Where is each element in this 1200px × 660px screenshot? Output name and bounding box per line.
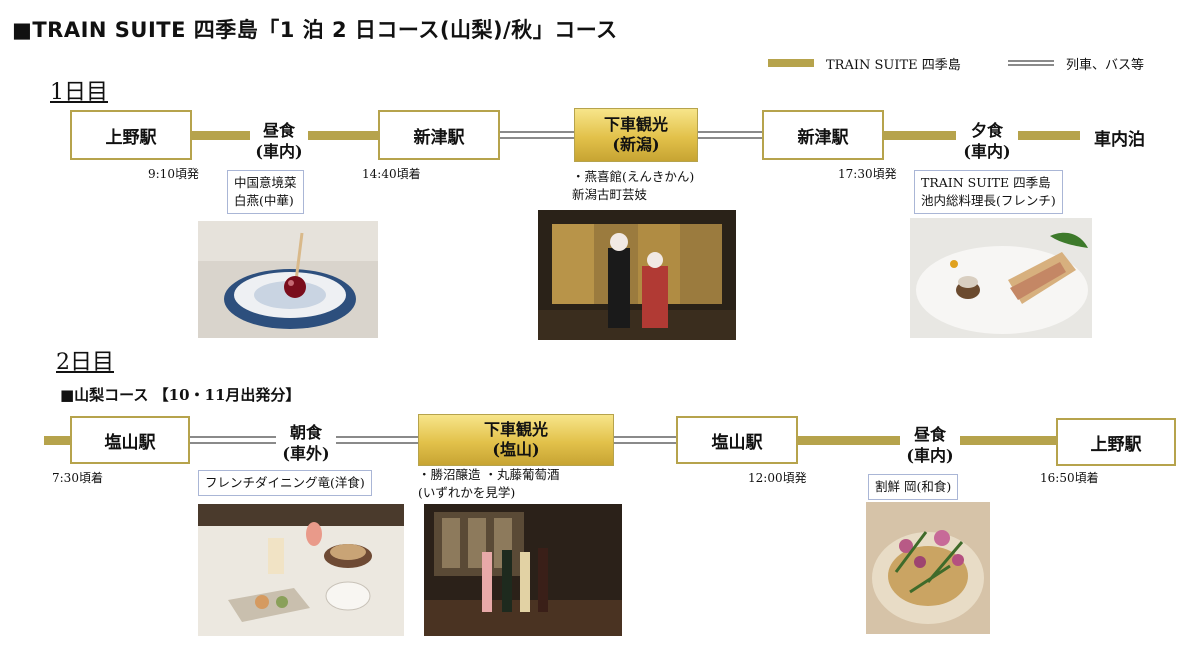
day2-lunch-location: (車内) (906, 445, 954, 465)
day2-sightseeing-note-line: (いずれかを見学) (418, 485, 516, 501)
day1-sightseeing-note: ・燕喜館(えんきかん) 新潟古町芸妓 (572, 168, 694, 204)
day1-sightseeing: 下車観光 (新潟) (574, 108, 698, 162)
day1-sightseeing-location: (新潟) (612, 135, 660, 154)
day1-time-niitsu-arrive: 14:40頃着 (362, 167, 421, 181)
day2-station-enzan-arrive-label: 塩山駅 (104, 432, 156, 453)
day1-lunch: 昼食 (車内) (240, 121, 318, 163)
day1-dinner-note-line: TRAIN SUITE 四季島 (921, 175, 1051, 190)
day1-line-ueno-lunch (190, 131, 250, 140)
legend-other-line (1008, 60, 1054, 66)
day1-lunch-photo (198, 221, 378, 338)
legend-train-suite-line (768, 59, 814, 67)
day2-time-ueno-arrive: 16:50頃着 (1040, 471, 1099, 485)
day2-breakfast-note: フレンチダイニング竜(洋食) (198, 470, 372, 497)
day1-dinner-title: 夕食 (970, 121, 1003, 140)
day1-sightseeing-note-line: 新潟古町芸妓 (572, 187, 648, 203)
day2-station-enzan-arrive: 塩山駅 (70, 416, 190, 464)
day1-station-niitsu-arrive-label: 新津駅 (413, 127, 465, 148)
day2-time-enzan-arrive: 7:30頃着 (52, 471, 103, 485)
day2-lunch-photo (866, 502, 990, 634)
day2-station-ueno-label: 上野駅 (1090, 434, 1142, 455)
day1-dinner-photo (910, 218, 1092, 338)
day1-sightseeing-title: 下車観光 (603, 115, 668, 134)
page-title: ■TRAIN SUITE 四季島「1 泊 2 日コース(山梨)/秋」コース (12, 18, 618, 42)
day2-station-enzan-depart-label: 塩山駅 (711, 432, 763, 453)
day1-dinner-location: (車内) (963, 141, 1011, 161)
day1-sightseeing-photo (538, 210, 736, 340)
day1-dinner: 夕食 (車内) (948, 121, 1026, 163)
day2-line-lunch-ueno (960, 436, 1060, 445)
day1-station-niitsu-depart-label: 新津駅 (797, 127, 849, 148)
day2-breakfast-location: (車外) (282, 443, 330, 463)
day2-station-ueno: 上野駅 (1056, 418, 1176, 466)
legend: TRAIN SUITE 四季島 列車、バス等 (760, 54, 1180, 74)
day2-line-enzan-breakfast (188, 436, 276, 444)
day1-lunch-title: 昼食 (262, 121, 295, 140)
day1-station-niitsu-arrive: 新津駅 (378, 110, 500, 160)
day1-line-sightseeing-niitsu (696, 131, 762, 139)
day2-sightseeing: 下車観光 (塩山) (418, 414, 614, 466)
day2-course-label: ■山梨コース 【10・11月出発分】 (60, 386, 301, 404)
day1-line-niitsu-dinner (882, 131, 956, 140)
day1-time-ueno-depart: 9:10頃発 (148, 167, 199, 181)
day1-lunch-note-line: 白燕(中華) (234, 193, 294, 209)
day2-lunch-note-line: 割鮮 岡(和食) (875, 479, 952, 494)
day2-line-sightseeing-enzan (612, 436, 678, 444)
day2-line-breakfast-sightseeing (336, 436, 420, 444)
day2-sightseeing-note: ・勝沼醸造 ・丸藤葡萄酒 (いずれかを見学) (418, 466, 559, 502)
day1-dinner-note: TRAIN SUITE 四季島 池内総料理長(フレンチ) (914, 170, 1063, 215)
day2-lunch-note: 割鮮 岡(和食) (868, 474, 959, 501)
day2-time-enzan-depart: 12:00頃発 (748, 471, 807, 485)
legend-other-label: 列車、バス等 (1066, 58, 1145, 73)
day2-sightseeing-location: (塩山) (492, 440, 540, 459)
day2-line-enzan-lunch (796, 436, 900, 445)
day1-sightseeing-note-line: ・燕喜館(えんきかん) (572, 169, 695, 184)
day1-station-ueno-label: 上野駅 (105, 127, 157, 148)
day1-overnight: 車内泊 (1094, 130, 1145, 150)
day1-label: 1日目 (50, 80, 108, 105)
day2-breakfast-photo (198, 504, 404, 636)
day2-sightseeing-photo (424, 504, 622, 636)
day1-line-niitsu-sightseeing (498, 131, 576, 139)
day1-line-dinner-overnight (1018, 131, 1080, 140)
day1-lunch-note-line: 中国意境菜 (234, 175, 297, 190)
day1-dinner-note-line: 池内総料理長(フレンチ) (921, 193, 1056, 209)
day1-lunch-note: 中国意境菜 白燕(中華) (227, 170, 304, 215)
day2-sightseeing-note-line: ・勝沼醸造 ・丸藤葡萄酒 (418, 467, 560, 482)
day1-line-lunch-niitsu (308, 131, 380, 140)
day2-line-start-enzan (44, 436, 72, 445)
day2-station-enzan-depart: 塩山駅 (676, 416, 798, 464)
day2-breakfast: 朝食 (車外) (266, 423, 346, 465)
day2-breakfast-title: 朝食 (289, 423, 322, 442)
day2-lunch-title: 昼食 (913, 425, 946, 444)
day2-lunch: 昼食 (車内) (890, 425, 970, 467)
legend-train-suite-label: TRAIN SUITE 四季島 (826, 58, 961, 73)
day1-time-niitsu-depart: 17:30頃発 (838, 167, 897, 181)
day2-label: 2日目 (56, 350, 114, 375)
day2-sightseeing-title: 下車観光 (483, 420, 548, 439)
day1-lunch-location: (車内) (255, 141, 303, 161)
day1-station-niitsu-depart: 新津駅 (762, 110, 884, 160)
day1-station-ueno: 上野駅 (70, 110, 192, 160)
day2-breakfast-note-line: フレンチダイニング竜(洋食) (205, 475, 365, 490)
